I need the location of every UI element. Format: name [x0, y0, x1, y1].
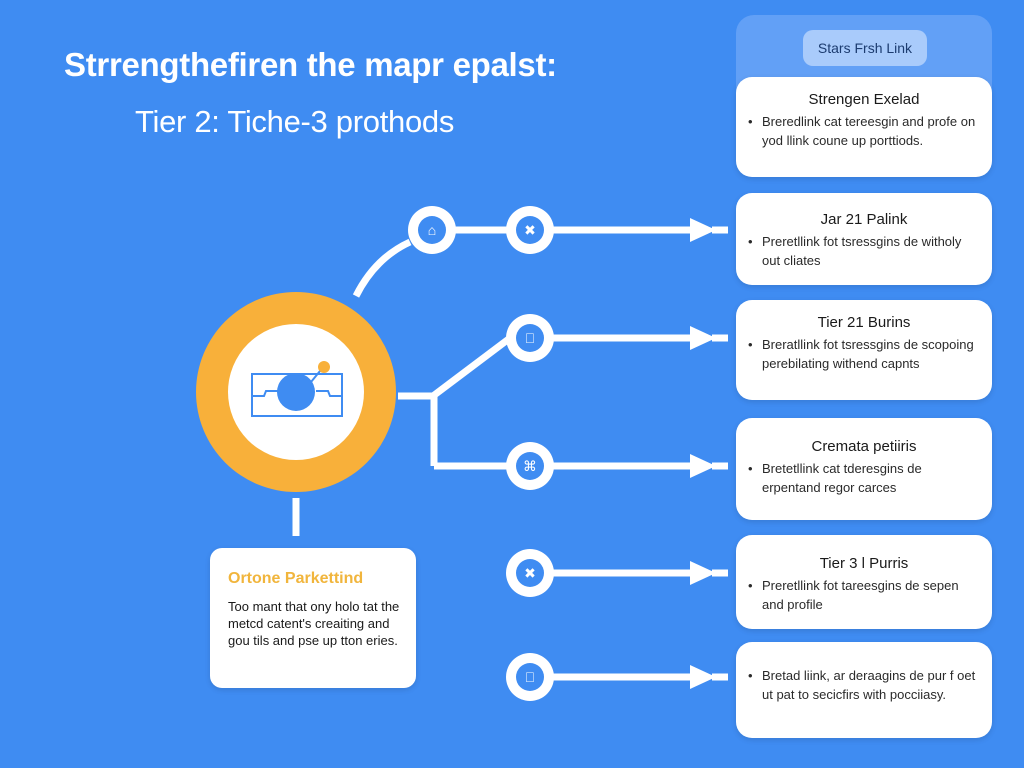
- node-lock-2[interactable]: ⎕: [506, 653, 554, 701]
- result-card[interactable]: Cremata petiiris Bretetllink cat tderesg…: [736, 418, 992, 520]
- card-title: Strengen Exelad: [808, 91, 920, 108]
- card-title: Jar 21 Palink: [820, 211, 908, 228]
- network-map-icon: [251, 361, 343, 417]
- node-basket[interactable]: ⌂: [408, 206, 456, 254]
- card-body: Preretllink fot tsressgins de witholy ou…: [748, 232, 976, 270]
- result-card[interactable]: Strengen Exelad Breredlink cat tereesgin…: [736, 77, 992, 177]
- hub-inner-circle: [228, 324, 364, 460]
- cross-tool-icon: ✖: [524, 565, 536, 581]
- central-hub[interactable]: [196, 292, 396, 492]
- node-grid[interactable]: ⌘: [506, 442, 554, 490]
- card-title: Tier 21 Burins: [817, 314, 911, 331]
- info-card-title: Ortone Parkettind: [228, 570, 364, 587]
- node-cross-tool[interactable]: ✖: [506, 206, 554, 254]
- info-card: Ortone Parkettind Too mant that ony holo…: [210, 548, 416, 688]
- card-body: Bretad liink, ar deraagins de pur f oet …: [748, 666, 976, 704]
- info-card-body: Too mant that ony holo tat the metcd cat…: [228, 599, 400, 648]
- card-title: Tier 3 l Purris: [819, 555, 909, 572]
- card-body: Bretetllink cat tderesgins de erpentand …: [748, 459, 976, 497]
- page-subtitle: Tier 2: Tiche-3 prothods: [135, 104, 455, 139]
- lock-icon: ⎕: [525, 669, 535, 685]
- card-body: Preretllink fot tareesgins de sepen and …: [748, 576, 976, 614]
- cross-tool-icon: ✖: [524, 222, 536, 238]
- basket-icon: ⌂: [427, 222, 437, 238]
- node-lock[interactable]: ⎕: [506, 314, 554, 362]
- card-body: Breratllink fot tsressgins de scopoing p…: [748, 335, 976, 373]
- card-title: Cremata petiiris: [811, 438, 917, 455]
- result-card[interactable]: Tier 3 l Purris Preretllink fot tareesgi…: [736, 535, 992, 629]
- result-card[interactable]: Bretad liink, ar deraagins de pur f oet …: [736, 642, 992, 738]
- card-body: Breredlink cat tereesgin and profe on yo…: [748, 112, 976, 150]
- result-card[interactable]: Tier 21 Burins Breratllink fot tsressgin…: [736, 300, 992, 400]
- page-title: Strrengthefiren the mapr epalst:: [64, 46, 557, 83]
- node-cross-tool-2[interactable]: ✖: [506, 549, 554, 597]
- grid-icon: ⌘: [523, 458, 537, 474]
- stars-fresh-link-pill[interactable]: Stars Frsh Link: [803, 30, 927, 66]
- result-card[interactable]: Jar 21 Palink Preretllink fot tsressgins…: [736, 193, 992, 285]
- lock-icon: ⎕: [525, 330, 535, 346]
